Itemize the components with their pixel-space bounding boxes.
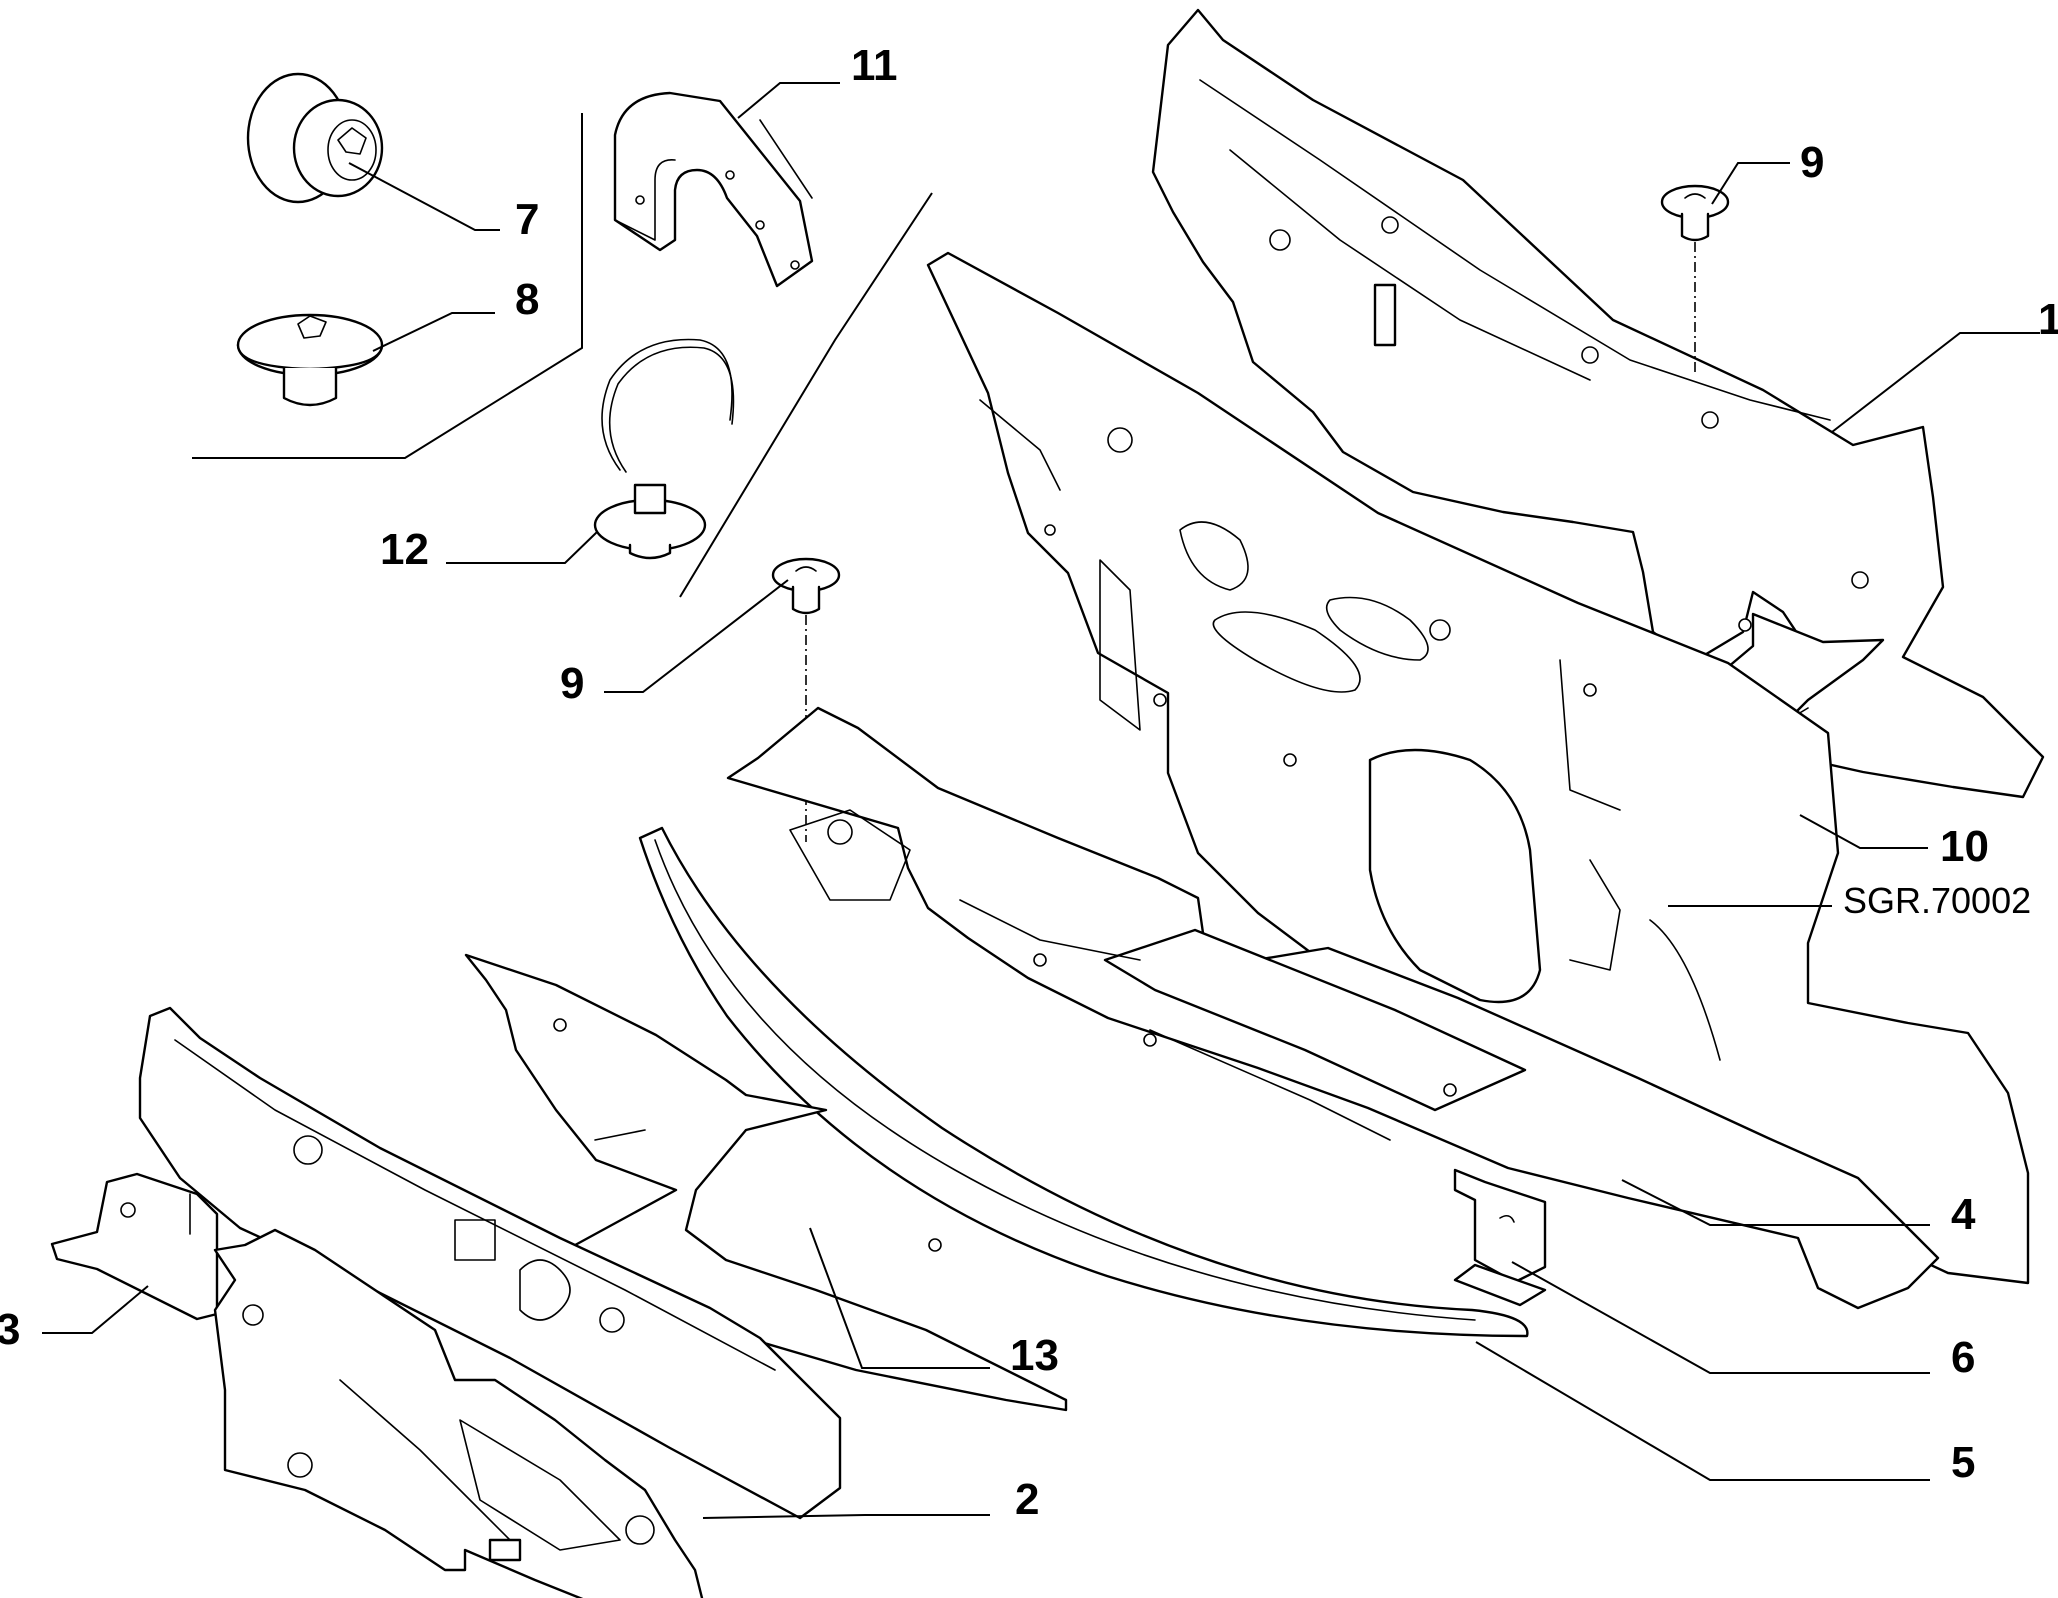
leader-13 bbox=[809, 1227, 990, 1369]
part-11-duct bbox=[613, 91, 814, 288]
leader-9-upper bbox=[1711, 162, 1790, 205]
group-separator-12 bbox=[679, 192, 933, 598]
part-9-fastener-lower bbox=[771, 557, 841, 842]
callout-5: 5 bbox=[1951, 1438, 1975, 1487]
leader-1 bbox=[1831, 332, 2040, 433]
leader-11 bbox=[737, 82, 840, 119]
part-2-lower-panel bbox=[213, 1228, 704, 1598]
leader-3 bbox=[42, 1285, 149, 1334]
callout-6: 6 bbox=[1951, 1333, 1975, 1382]
part-13-insulation-pad bbox=[464, 953, 1068, 1412]
part-9-fastener-upper bbox=[1660, 184, 1730, 372]
leader-7 bbox=[348, 162, 500, 231]
leader-8 bbox=[372, 312, 495, 352]
part-12-clip bbox=[593, 338, 735, 560]
callout-12: 12 bbox=[380, 525, 429, 574]
leader-6 bbox=[1511, 1261, 1930, 1374]
reference-code: SGR.70002 bbox=[1843, 880, 2031, 921]
part-8-clip bbox=[236, 313, 384, 407]
callout-3: 3 bbox=[0, 1305, 20, 1354]
leader-2 bbox=[702, 1514, 990, 1519]
callout-10: 10 bbox=[1940, 822, 1989, 871]
leader-4 bbox=[1621, 1179, 1930, 1226]
callout-13: 13 bbox=[1010, 1331, 1059, 1380]
callout-8: 8 bbox=[515, 275, 539, 324]
cross-member bbox=[138, 1006, 842, 1520]
part-5-weatherstrip bbox=[638, 826, 1529, 1338]
leader-9-lower bbox=[604, 579, 789, 693]
callout-2: 2 bbox=[1015, 1475, 1039, 1524]
leader-10 bbox=[1799, 814, 1928, 849]
part-6-clip bbox=[1453, 1168, 1547, 1307]
part-4-cowl-tray bbox=[726, 706, 1940, 1310]
callout-4: 4 bbox=[1951, 1190, 1976, 1239]
callout-9-lower: 9 bbox=[560, 659, 584, 708]
callout-7: 7 bbox=[515, 195, 539, 244]
callout-11: 11 bbox=[851, 41, 898, 90]
callout-9-upper: 9 bbox=[1800, 138, 1824, 187]
part-7-clip bbox=[246, 72, 384, 204]
callout-1: 1 bbox=[2038, 295, 2058, 344]
leader-5 bbox=[1475, 1341, 1930, 1481]
leader-12 bbox=[446, 531, 598, 564]
part-3-bracket bbox=[50, 1172, 219, 1321]
bulkhead-panel bbox=[926, 251, 2030, 1285]
group-separator-7-8 bbox=[192, 113, 583, 459]
